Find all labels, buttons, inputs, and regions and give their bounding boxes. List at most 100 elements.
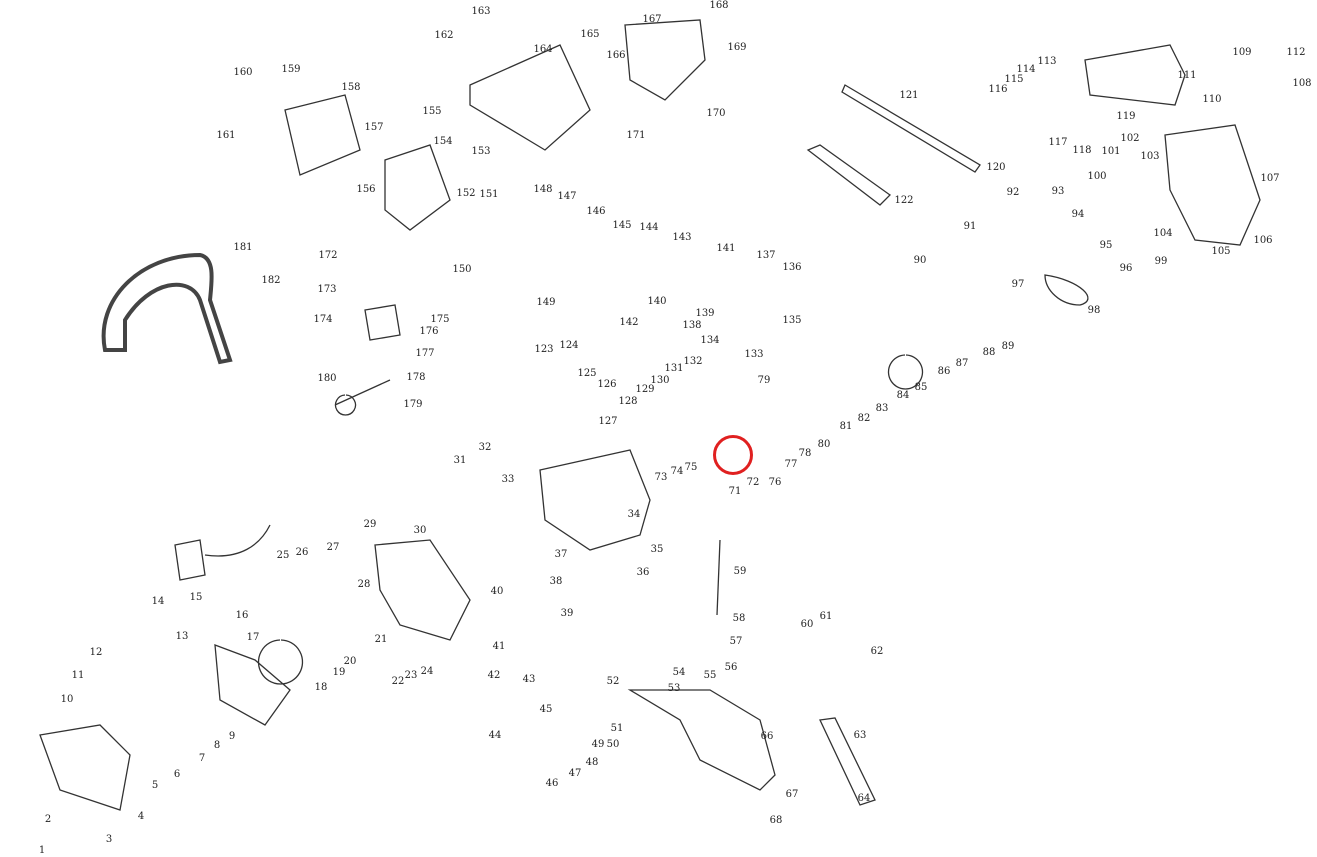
part-number-label: 90 [913,255,927,266]
part-number-label: 4 [137,811,145,822]
part-number-label: 86 [937,366,951,377]
part-number-label: 180 [317,373,337,384]
part-number-label: 11 [71,670,85,681]
part-number-label: 128 [618,396,638,407]
part-number-label: 27 [326,542,340,553]
part-number-label: 47 [568,768,582,779]
part-number-label: 158 [341,82,361,93]
part-number-label: 177 [415,348,435,359]
part-number-label: 155 [422,106,442,117]
part-number-label: 52 [606,676,620,687]
part-number-label: 31 [453,455,467,466]
part-number-label: 172 [318,250,338,261]
part-number-label: 51 [610,723,624,734]
part-number-label: 97 [1011,279,1025,290]
part-number-label: 140 [647,296,667,307]
part-number-label: 105 [1211,246,1231,257]
part-number-label: 156 [356,184,376,195]
part-number-label: 182 [261,275,281,286]
part-number-label: 54 [672,667,686,678]
part-number-label: 72 [746,477,760,488]
part-number-label: 162 [434,30,454,41]
part-number-label: 91 [963,221,977,232]
part-number-label: 1 [38,845,46,856]
part-number-label: 7 [198,753,206,764]
part-number-label: 130 [650,375,670,386]
part-number-label: 169 [727,42,747,53]
part-number-label: 153 [471,146,491,157]
part-number-label: 55 [703,670,717,681]
part-number-label: 157 [364,122,384,133]
oil-pipe-part [716,539,721,616]
part-number-label: 53 [667,683,681,694]
part-number-label: 181 [233,242,253,253]
part-number-label: 167 [642,14,662,25]
part-number-label: 5 [151,780,159,791]
part-number-label: 150 [452,264,472,275]
part-number-label: 136 [782,262,802,273]
part-number-label: 46 [545,778,559,789]
part-number-label: 152 [456,188,476,199]
part-number-label: 21 [374,634,388,645]
part-number-label: 149 [536,297,556,308]
part-number-label: 15 [189,592,203,603]
part-number-label: 40 [490,586,504,597]
part-number-label: 85 [914,382,928,393]
part-number-label: 39 [560,608,574,619]
part-number-label: 84 [896,390,910,401]
part-number-label: 88 [982,347,996,358]
cylinder-part [384,144,451,231]
part-number-label: 160 [233,67,253,78]
chain-bar-part [806,144,892,206]
part-number-label: 62 [870,646,884,657]
part-number-label: 93 [1051,186,1065,197]
crankshaft-part [334,379,391,416]
part-number-label: 148 [533,184,553,195]
part-number-label: 68 [769,815,783,826]
crankcase-half-part [374,539,471,641]
part-number-label: 118 [1072,145,1092,156]
part-number-label: 58 [732,613,746,624]
part-number-label: 175 [430,314,450,325]
part-number-label: 74 [670,466,684,477]
part-number-label: 16 [235,610,249,621]
part-number-label: 126 [597,379,617,390]
filter-cover-part [624,19,706,101]
piston-part [364,304,401,341]
part-number-label: 14 [151,596,165,607]
part-number-label: 64 [857,793,871,804]
part-number-label: 104 [1153,228,1173,239]
part-number-label: 139 [695,308,715,319]
crankcase-part [539,449,651,551]
part-number-label: 19 [332,667,346,678]
part-number-label: 82 [857,413,871,424]
part-number-label: 26 [295,547,309,558]
brake-band-part [1044,274,1089,306]
front-handle-part [101,252,233,365]
part-number-label: 23 [404,670,418,681]
part-number-label: 66 [760,731,774,742]
part-number-label: 77 [784,459,798,470]
part-number-label: 138 [682,320,702,331]
part-number-label: 101 [1101,146,1121,157]
part-number-label: 78 [798,448,812,459]
part-number-label: 79 [757,375,771,386]
part-number-label: 154 [433,136,453,147]
part-number-label: 67 [785,789,799,800]
part-number-label: 107 [1260,173,1280,184]
part-number-label: 45 [539,704,553,715]
part-number-label: 163 [471,6,491,17]
part-number-label: 121 [899,90,919,101]
part-number-label: 147 [557,191,577,202]
part-number-label: 9 [228,731,236,742]
part-number-label: 89 [1001,341,1015,352]
part-number-label: 24 [420,666,434,677]
part-number-label: 164 [533,44,553,55]
part-number-label: 120 [986,162,1006,173]
part-number-label: 57 [729,636,743,647]
part-number-label: 20 [343,656,357,667]
part-number-label: 8 [213,740,221,751]
part-number-label: 49 [591,739,605,750]
part-number-label: 173 [317,284,337,295]
